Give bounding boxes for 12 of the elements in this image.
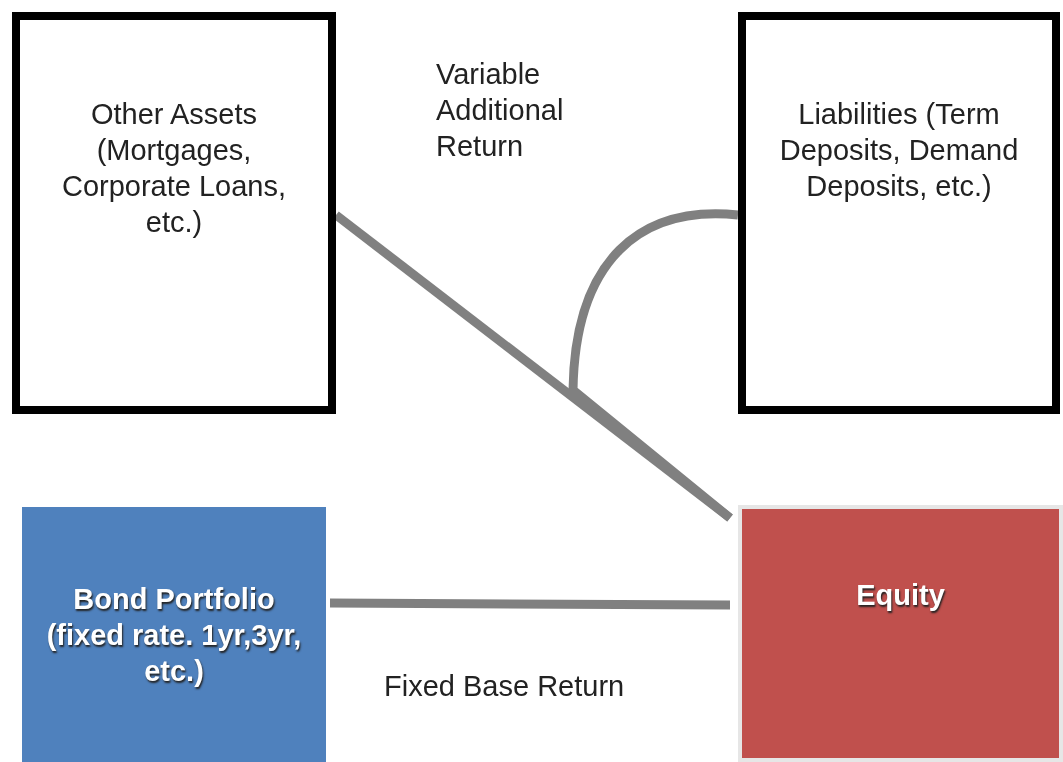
box-label: Equity <box>856 578 945 613</box>
box-label: Bond Portfolio (fixed rate. 1yr,3yr, etc.) <box>45 581 303 689</box>
return-label: Fixed Base Return <box>384 669 626 704</box>
return-label: Variable Additional Return <box>436 57 565 164</box>
outlined-box <box>12 12 336 414</box>
outlined-box <box>738 12 1060 414</box>
filled-box <box>22 507 326 762</box>
connector-line <box>568 209 739 522</box>
filled-box <box>738 505 1063 762</box>
connector-line <box>329 598 731 610</box>
box-label: Liabilities (Term Deposits, Demand Deposits, etc.) <box>778 97 1020 204</box>
box-label: Other Assets (Mortgages, Corporate Loans, etc.) <box>60 97 288 240</box>
